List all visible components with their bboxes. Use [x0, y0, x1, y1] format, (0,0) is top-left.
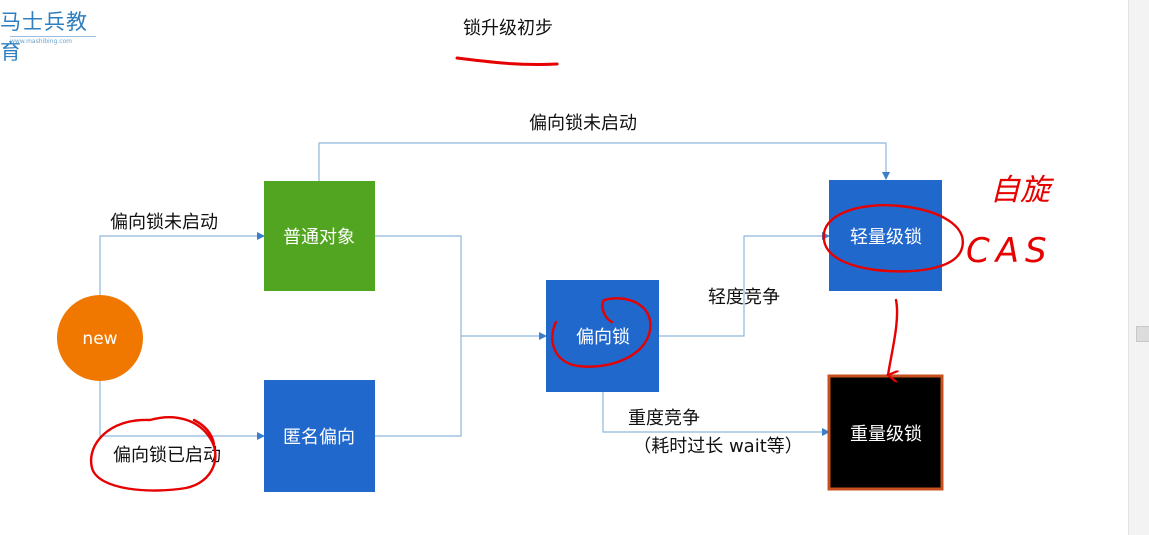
- label-biased-disabled-left: 偏向锁未启动: [110, 212, 218, 233]
- label-heavy-contention: 重度竞争: [628, 408, 700, 429]
- edge-normal-to-lightweight: [318, 142, 890, 182]
- handwritten-annotations: [89, 204, 964, 492]
- node-heavyweight-lock-label: 重量级锁: [850, 424, 922, 445]
- circle-lightweight-lock-annotation: [822, 204, 964, 273]
- annotation-cas: CAS: [966, 231, 1053, 271]
- arrow-lightweight-to-heavyweight-annotation: [888, 298, 897, 375]
- scrollbar-thumb[interactable]: [1136, 326, 1149, 342]
- edge-biased-to-heavyweight: [602, 392, 830, 436]
- node-biased-lock-label: 偏向锁: [576, 327, 630, 348]
- node-lightweight-lock-label: 轻量级锁: [850, 227, 922, 248]
- title-underline-annotation: [455, 56, 559, 67]
- node-anonymous-biased-label: 匿名偏向: [283, 427, 355, 448]
- node-new: [57, 295, 143, 381]
- node-lightweight-lock: [829, 180, 942, 291]
- edge-biased-to-lightweight: [659, 232, 830, 337]
- node-normal-object: [264, 181, 375, 291]
- page-title: 锁升级初步: [463, 18, 553, 39]
- node-heavyweight-lock: [827, 374, 944, 491]
- circle-biased-enabled-annotation: [89, 416, 217, 492]
- annotation-spin: 自旋: [990, 173, 1055, 208]
- logo-brand-text: 马士兵教育: [0, 10, 88, 64]
- circle-biased-lock-annotation: [551, 297, 652, 368]
- node-new-label: new: [82, 329, 117, 349]
- edge-anonymous-to-merge: [375, 336, 462, 437]
- edge-normal-to-merge: [375, 235, 462, 336]
- edge-new-to-normal: [99, 232, 265, 296]
- label-heavy-contention-detail: （耗时过长 wait等）: [633, 436, 803, 457]
- edge-new-to-anonymous: [99, 380, 265, 440]
- logo-url-text: www.mashibing.com: [10, 36, 96, 45]
- label-biased-enabled: 偏向锁已启动: [113, 445, 221, 466]
- node-normal-object-label: 普通对象: [283, 227, 355, 248]
- label-light-contention: 轻度竞争: [708, 287, 780, 308]
- node-biased-lock: [546, 280, 659, 392]
- label-biased-disabled-top: 偏向锁未启动: [529, 113, 637, 134]
- vertical-scrollbar[interactable]: [1128, 0, 1149, 535]
- node-anonymous-biased: [264, 380, 375, 492]
- logo: 马士兵教育 www.mashibing.com: [0, 0, 100, 64]
- connectors: [99, 142, 890, 440]
